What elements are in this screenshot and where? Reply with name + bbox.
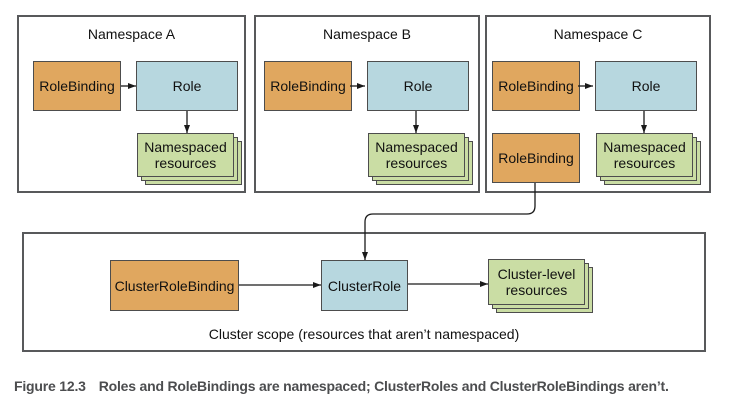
namespace-a-title: Namespace A [87, 26, 176, 42]
cluster-resources-stack: Cluster-level resources [488, 259, 593, 313]
clusterrole-box: ClusterRole [321, 260, 408, 311]
clusterrolebinding-box: ClusterRoleBinding [110, 260, 239, 311]
cluster-scope-box: ClusterRoleBinding ClusterRole Cluster-l… [22, 232, 706, 352]
role-box-a: Role [136, 61, 238, 111]
figure-caption-label: Figure 12.3 [14, 378, 86, 394]
rolebinding-box-a: RoleBinding [33, 61, 121, 111]
namespace-c-box: Namespace C RoleBinding Role RoleBinding… [485, 15, 711, 193]
namespaced-resources-stack-c: Namespaced resources [596, 133, 701, 185]
rolebinding-box-b: RoleBinding [264, 61, 352, 111]
figure-caption-text: Roles and RoleBindings are namespaced; C… [98, 378, 669, 394]
role-box-c: Role [595, 61, 697, 111]
cluster-resources-label: Cluster-level resources [488, 259, 585, 305]
namespace-b-box: Namespace B RoleBinding Role Namespaced … [254, 15, 480, 193]
cluster-scope-label: Cluster scope (resources that aren’t nam… [208, 326, 520, 342]
namespace-b-title: Namespace B [323, 26, 411, 42]
role-box-b: Role [367, 61, 469, 111]
namespaced-resources-stack-b: Namespaced resources [368, 133, 473, 185]
namespaced-resources-stack-a: Namespaced resources [137, 133, 242, 185]
namespaced-resources-label-a: Namespaced resources [137, 133, 234, 177]
namespace-c-title: Namespace C [553, 26, 643, 42]
rolebinding-box-c: RoleBinding [492, 61, 580, 111]
namespaced-resources-label-c: Namespaced resources [596, 133, 693, 177]
namespace-a-box: Namespace A RoleBinding Role Namespaced … [17, 15, 246, 193]
rolebinding2-box-c: RoleBinding [492, 133, 580, 183]
figure-caption: Figure 12.3 Roles and RoleBindings are na… [14, 378, 726, 394]
namespaced-resources-label-b: Namespaced resources [368, 133, 465, 177]
